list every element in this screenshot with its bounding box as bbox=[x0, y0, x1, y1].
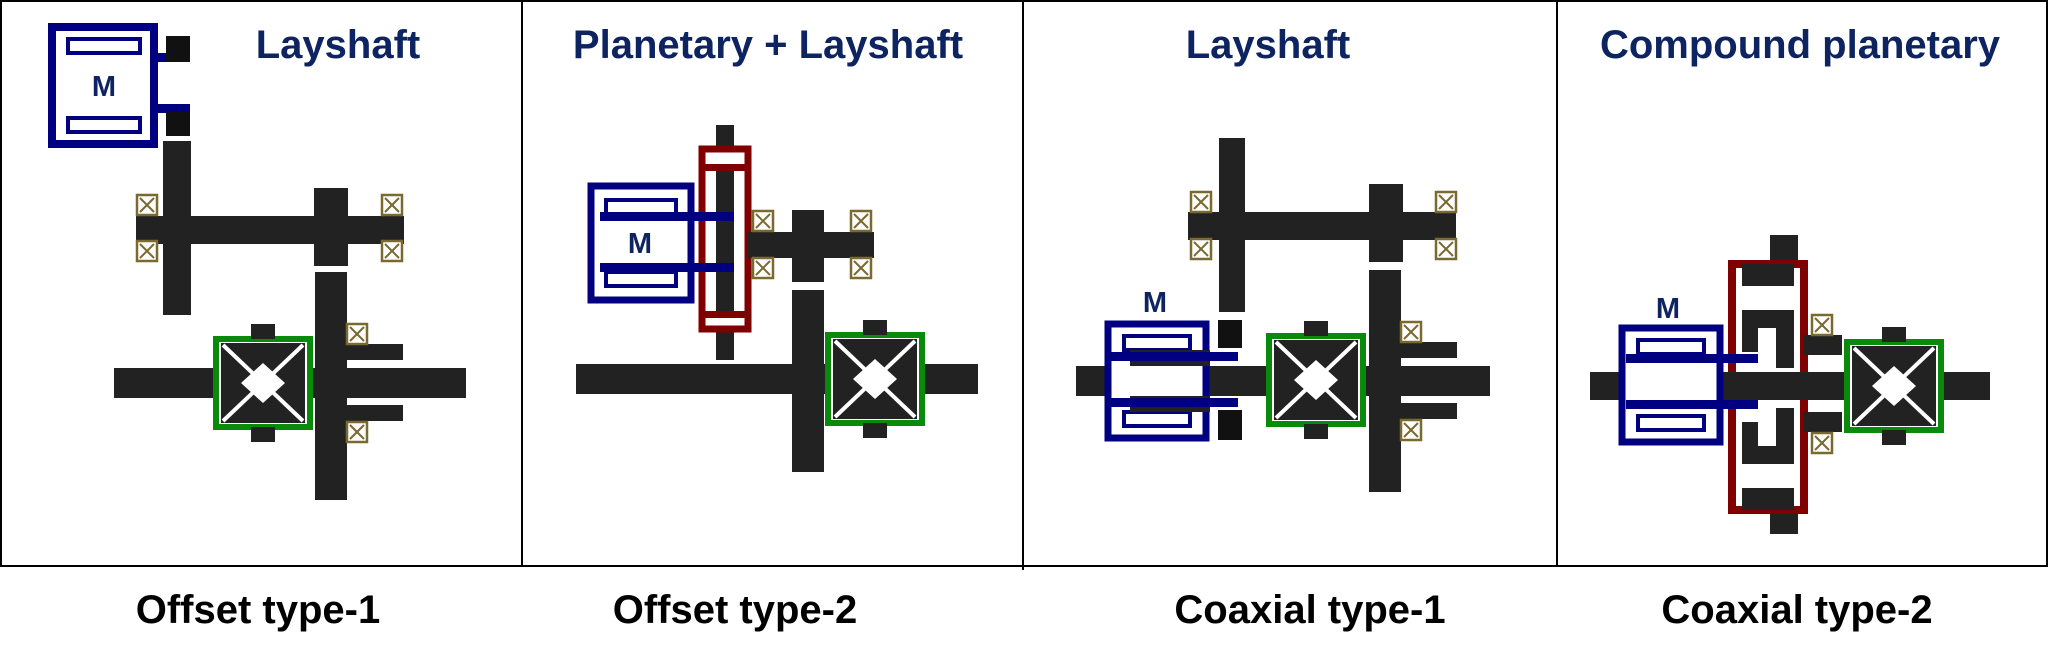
bearing-icon bbox=[1434, 237, 1458, 261]
motor-label: M bbox=[628, 228, 652, 260]
bearing-icon bbox=[1434, 190, 1458, 214]
bearing-icon bbox=[1399, 320, 1423, 344]
panel-4-title: Compound planetary bbox=[1600, 23, 2001, 67]
bearing-icon bbox=[135, 239, 159, 263]
motor-label: M bbox=[1656, 293, 1680, 325]
bearing-icon bbox=[1399, 418, 1423, 442]
bearing-icon bbox=[1810, 313, 1834, 337]
panel-2-schematic: M bbox=[576, 125, 978, 472]
differential bbox=[1847, 327, 1941, 445]
panel-3-caption: Coaxial type-1 bbox=[1174, 588, 1445, 632]
bearing-icon bbox=[345, 322, 369, 346]
panel-frame bbox=[0, 0, 2048, 570]
differential bbox=[216, 324, 310, 442]
differential bbox=[1269, 321, 1363, 439]
bearing-icon bbox=[380, 193, 404, 217]
motor-block: M bbox=[48, 23, 190, 148]
motor-block: M bbox=[1618, 293, 1758, 446]
bearing-icon bbox=[1189, 190, 1213, 214]
bearing-icon bbox=[751, 256, 775, 280]
panel-1-caption: Offset type-1 bbox=[136, 588, 381, 632]
motor-label: M bbox=[92, 71, 116, 103]
bearing-icon bbox=[849, 209, 873, 233]
differential bbox=[828, 320, 922, 438]
bearing-icon bbox=[1189, 237, 1213, 261]
bearing-icon bbox=[345, 420, 369, 444]
bearing-icon bbox=[135, 193, 159, 217]
panel-3-title: Layshaft bbox=[1186, 23, 1351, 67]
panel-2-title: Planetary + Layshaft bbox=[573, 23, 963, 67]
panel-2-caption: Offset type-2 bbox=[613, 588, 858, 632]
motor-block: M bbox=[1104, 287, 1242, 442]
panel-3-schematic: M bbox=[1076, 138, 1490, 492]
motor-block: M bbox=[587, 182, 734, 304]
panel-4-caption: Coaxial type-2 bbox=[1661, 588, 1932, 632]
panel-1-schematic: M bbox=[48, 23, 466, 500]
bearing-icon bbox=[751, 209, 775, 233]
panel-1-title: Layshaft bbox=[256, 23, 421, 67]
layshaft bbox=[1188, 138, 1456, 312]
bearing-icon bbox=[380, 239, 404, 263]
bearing-icon bbox=[849, 256, 873, 280]
layshaft bbox=[136, 141, 404, 315]
motor-label: M bbox=[1143, 287, 1167, 319]
planetary-stage bbox=[698, 125, 752, 360]
bearing-icon bbox=[1810, 431, 1834, 455]
panel-4-schematic: M bbox=[1590, 235, 1990, 534]
layshaft bbox=[748, 210, 874, 282]
